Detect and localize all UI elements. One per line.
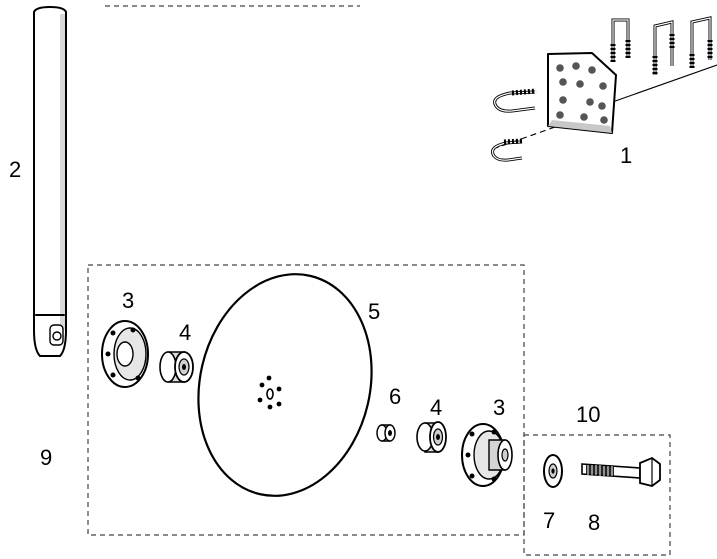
- callout-2: 2: [9, 157, 21, 182]
- part-4-bearing-left: [159, 351, 194, 383]
- callout-7: 7: [543, 508, 555, 533]
- part-5-disc: [197, 273, 373, 497]
- part-6-spacer: [376, 424, 396, 442]
- callout-8: 8: [588, 510, 600, 535]
- callout-1: 1: [620, 143, 632, 168]
- callout-4-right: 4: [430, 395, 442, 420]
- callout-6: 6: [389, 384, 401, 409]
- callout-9: 9: [40, 445, 52, 470]
- part-7-washer: [543, 454, 563, 488]
- part-3-hub-right: [461, 423, 513, 487]
- part-2-tube-arm: [33, 6, 67, 357]
- assembly-10-box: [523, 434, 671, 556]
- callout-3-right: 3: [493, 395, 505, 420]
- part-8-bolt: [581, 456, 661, 487]
- callout-10: 10: [576, 402, 600, 427]
- callout-3-left: 3: [122, 288, 134, 313]
- assembly-9-box: [87, 264, 525, 536]
- part-3-hub-left: [101, 320, 149, 388]
- callout-5: 5: [368, 299, 380, 324]
- part-1-mounting-plate: [489, 16, 717, 162]
- part-4-bearing-right: [416, 421, 447, 453]
- callout-4-left: 4: [179, 320, 191, 345]
